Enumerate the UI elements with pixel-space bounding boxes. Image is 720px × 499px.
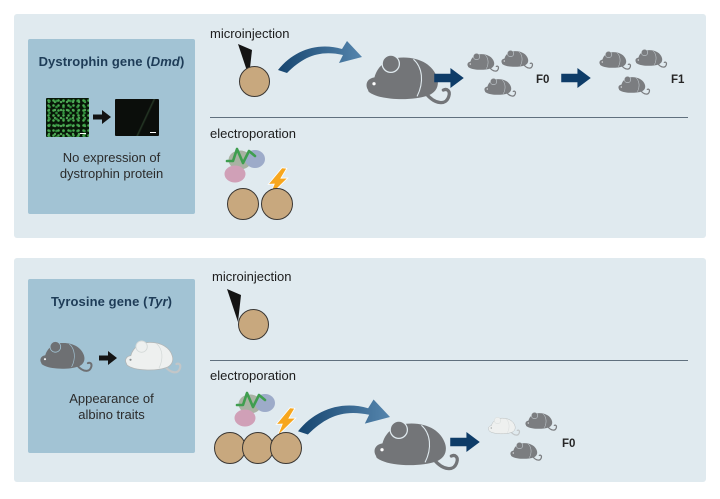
zygote-cell-icon [238,309,269,340]
micrograph-dystrophin-wildtype [46,98,89,137]
f0-mouse-icon [509,441,543,461]
label-microinjection-tyr: microinjection [212,269,292,284]
f0-mouse-icon [483,77,517,97]
albino-mouse-icon [124,339,182,374]
zygote-cell-icon [214,432,246,464]
f0-albino-mouse-icon [487,416,521,436]
label-f0-tyr: F0 [562,438,576,450]
f0-mouse-icon [466,52,500,72]
scalebar [80,132,86,134]
scalebar [150,131,156,133]
f1-mouse-icon [634,48,668,68]
card-tyr-title: Tyrosine gene (Tyr) [50,294,173,309]
next-step-arrow-icon [450,432,480,452]
arrow-right-icon [93,110,111,124]
zygote-cell-icon [239,66,270,97]
f0-mouse-icon [500,49,534,69]
gray-mouse-icon [39,340,93,372]
next-step-arrow-icon [434,68,464,88]
crispr-rnp-complex-icon [223,147,267,184]
label-electroporation-dmd: electroporation [210,126,296,141]
card-dmd-title: Dystrophin gene (Dmd) [38,54,185,69]
label-f1-dmd: F1 [671,74,685,86]
label-microinjection-dmd: microinjection [210,26,290,41]
label-f0-dmd: F0 [536,74,550,86]
f0-mouse-icon [524,411,558,431]
method-divider [210,117,688,118]
zygote-cell-icon [270,432,302,464]
label-electroporation-tyr: electroporation [210,368,296,383]
zygote-cell-icon [261,188,293,220]
arrow-right-icon [99,351,117,365]
f1-mouse-icon [617,75,651,95]
curved-transfer-arrow-icon [278,41,362,73]
micrograph-dystrophin-knockout [115,99,159,136]
zygote-cell-icon [227,188,259,220]
method-divider [210,360,688,361]
zygote-cell-icon [242,432,274,464]
next-step-arrow-icon [561,68,591,88]
crispr-rnp-complex-icon [233,391,277,428]
f1-mouse-icon [598,50,632,70]
